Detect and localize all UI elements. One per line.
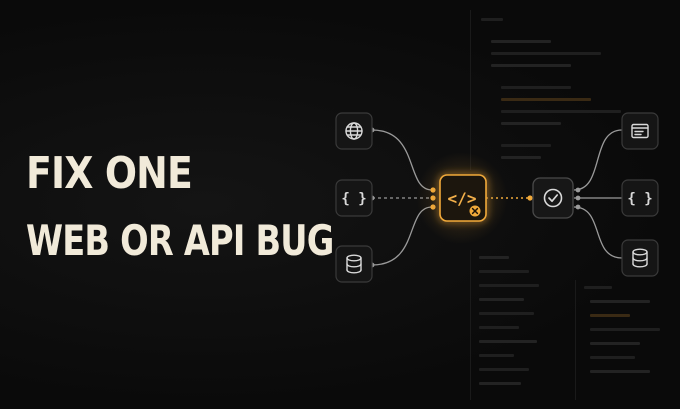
- error-x-icon: [469, 205, 481, 217]
- background-code-panel-bottom-right: [575, 280, 676, 400]
- node-braces-right: { }: [621, 179, 659, 217]
- node-database-right: [621, 239, 659, 277]
- headline-line-1: FIX ONE: [26, 148, 193, 199]
- braces-icon: { }: [341, 191, 366, 207]
- right-connectors: [573, 129, 623, 259]
- connector-dots-right: [575, 187, 581, 210]
- node-database-left: [335, 245, 373, 283]
- connector-dot: [527, 195, 533, 201]
- globe-icon: [345, 122, 363, 140]
- background-code-panel-bottom-left: [470, 250, 571, 400]
- headline-line-2: WEB OR API BUG: [26, 216, 334, 265]
- database-icon: [346, 254, 362, 274]
- node-code-center: </>: [439, 174, 487, 222]
- check-circle-icon: [543, 188, 563, 208]
- browser-window-icon: [631, 123, 649, 139]
- code-icon: </>: [448, 189, 477, 208]
- background-code-panel-top: [470, 10, 671, 170]
- node-check: [532, 177, 574, 219]
- braces-icon: { }: [627, 191, 652, 207]
- database-icon: [632, 248, 648, 268]
- node-globe: [335, 112, 373, 150]
- node-braces-left: { }: [335, 179, 373, 217]
- node-browser-window: [621, 112, 659, 150]
